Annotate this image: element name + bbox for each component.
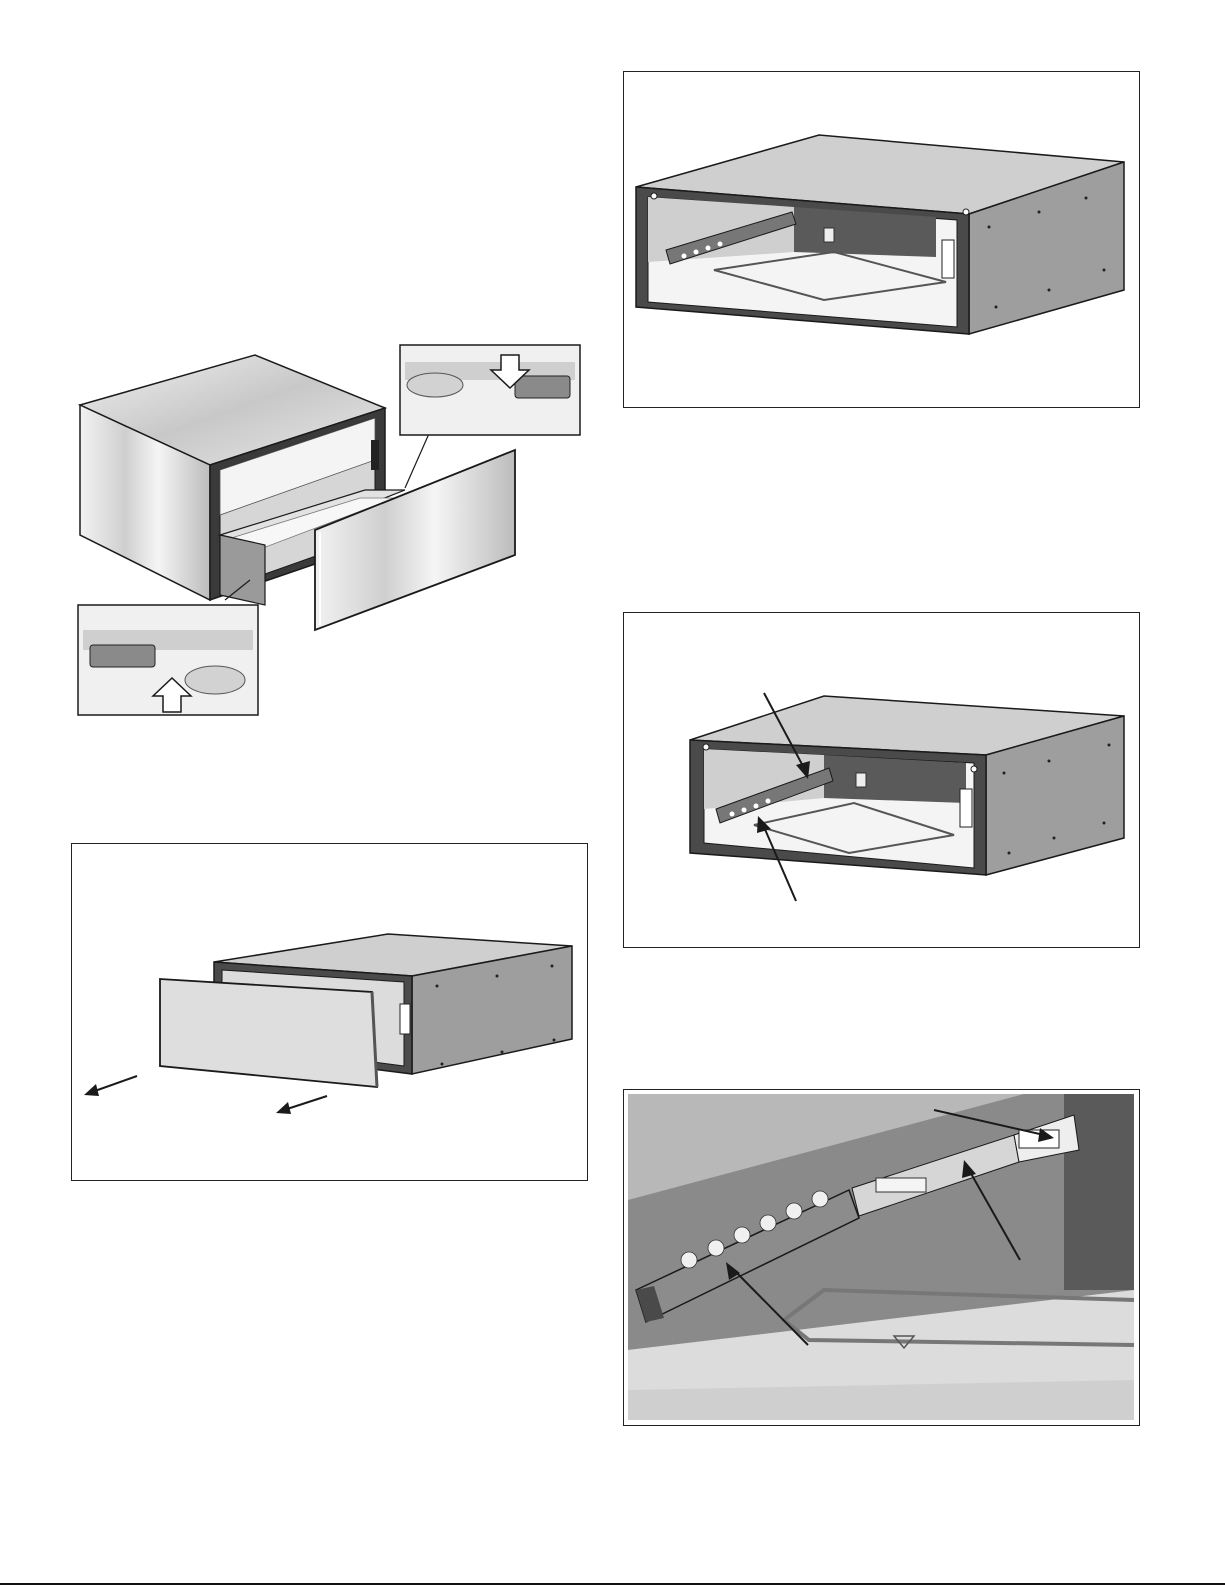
figure-rail-callouts (623, 612, 1140, 948)
drawer-release-illustration (75, 340, 585, 720)
pull-direction-arrow-icon (84, 1076, 137, 1096)
remove-drawer-illustration (72, 844, 586, 1179)
pull-direction-arrow-icon (276, 1096, 327, 1114)
figure-remove-drawer (71, 843, 588, 1181)
figure-drawer-release (75, 340, 585, 720)
empty-cabinet-illustration (624, 72, 1138, 406)
rail-callouts-illustration (624, 613, 1138, 946)
rail-detail-illustration (624, 1090, 1138, 1424)
figure-empty-cabinet (623, 71, 1140, 408)
figure-rail-detail (623, 1089, 1140, 1426)
